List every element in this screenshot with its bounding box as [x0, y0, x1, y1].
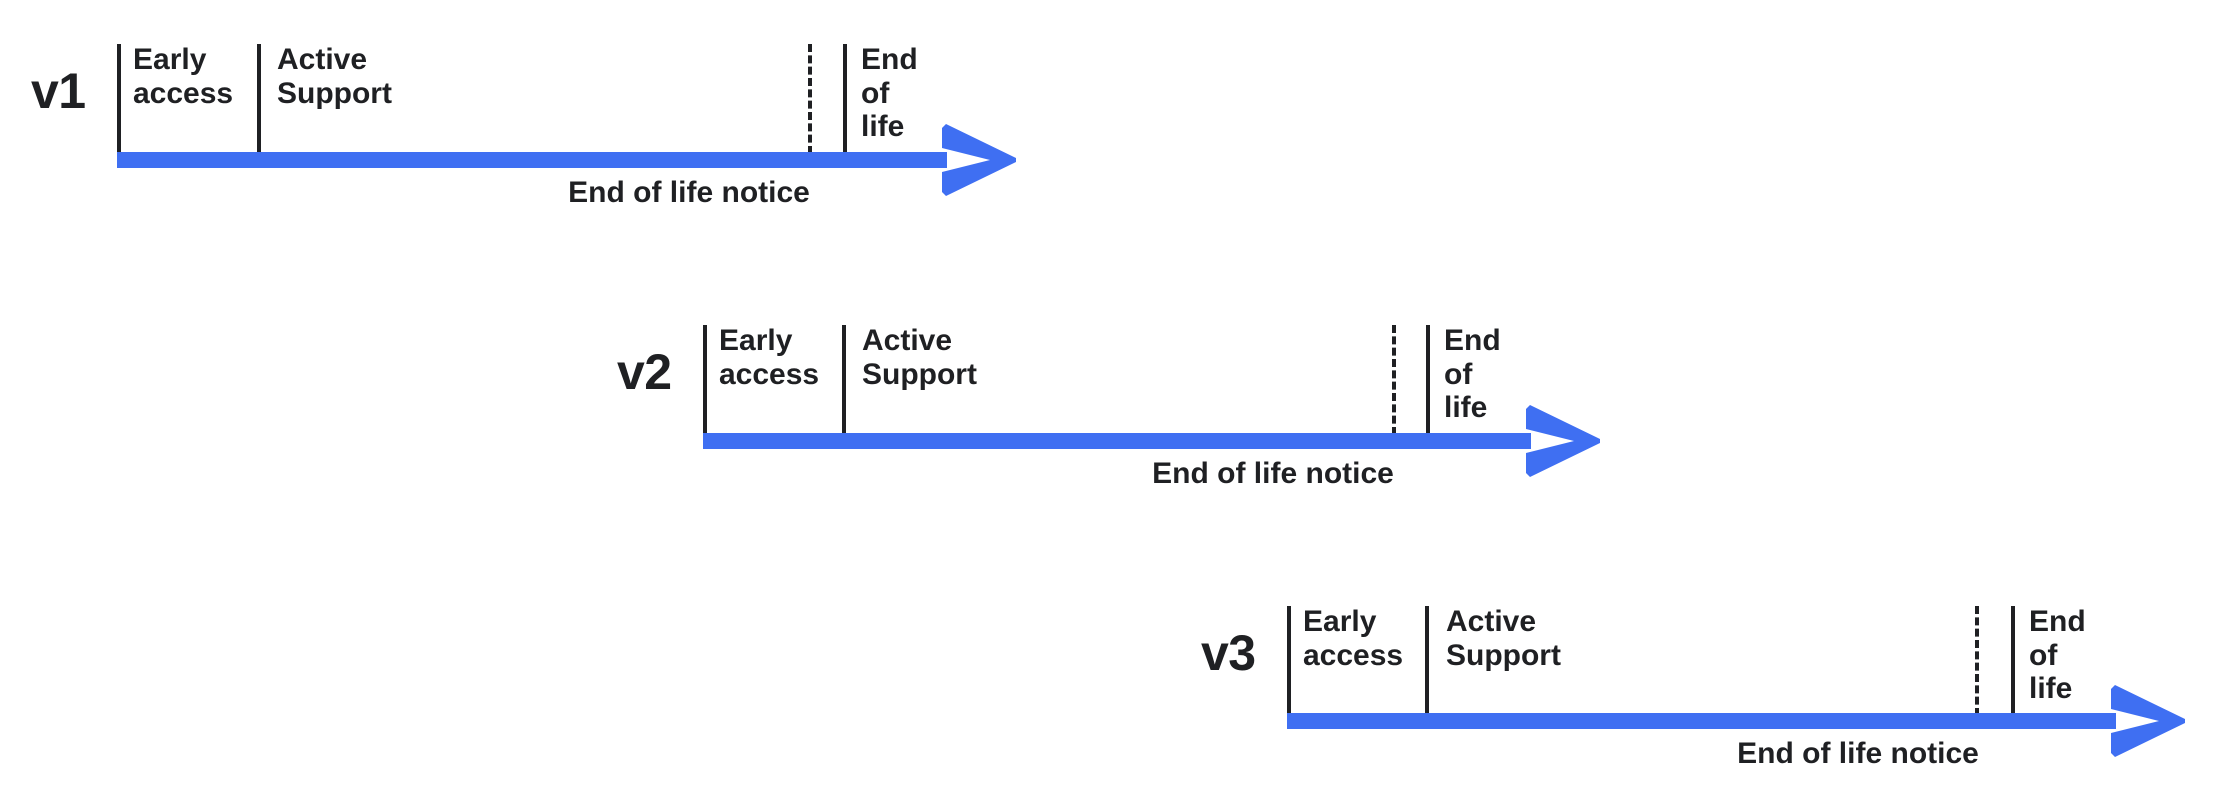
phase-label-end-of-life-v3: End of life	[2029, 605, 2086, 706]
notice-divider-v2	[1392, 325, 1396, 435]
timeline-shaft-v3	[1287, 713, 2116, 729]
timeline-shaft-v1	[117, 152, 947, 168]
phase-divider-active-support-v1	[257, 44, 261, 154]
phase-label-end-of-life-v2: End of life	[1444, 324, 1501, 425]
timeline-shaft-v2	[703, 433, 1531, 449]
phase-label-end-of-life-v1: End of life	[861, 43, 918, 144]
version-label-v3: v3	[1201, 625, 1256, 681]
notice-divider-v1	[808, 44, 812, 154]
phase-divider-start-v2	[703, 325, 707, 435]
notice-divider-v3	[1975, 606, 1979, 716]
phase-label-early-access-v2: Early access	[719, 324, 820, 391]
phase-divider-end-of-life-v3	[2011, 606, 2015, 716]
phase-divider-active-support-v2	[842, 325, 846, 435]
notice-caption-v2: End of life notice	[1152, 457, 1394, 490]
phase-divider-end-of-life-v2	[1426, 325, 1430, 435]
phase-divider-end-of-life-v1	[843, 44, 847, 154]
phase-label-active-support-v3: Active Support	[1446, 605, 1561, 672]
timeline-arrow-head-v3	[2111, 685, 2185, 757]
version-label-v1: v1	[31, 63, 86, 119]
timeline-arrow-head-v1	[942, 124, 1016, 196]
phase-divider-active-support-v3	[1425, 606, 1429, 716]
phase-divider-start-v3	[1287, 606, 1291, 716]
phase-label-early-access-v3: Early access	[1303, 605, 1404, 672]
phase-divider-start-v1	[117, 44, 121, 154]
phase-label-active-support-v2: Active Support	[862, 324, 977, 391]
version-label-v2: v2	[617, 344, 672, 400]
notice-caption-v1: End of life notice	[568, 176, 810, 209]
phase-label-early-access-v1: Early access	[133, 43, 234, 110]
phase-label-active-support-v1: Active Support	[277, 43, 392, 110]
notice-caption-v3: End of life notice	[1737, 737, 1979, 770]
timeline-arrow-head-v2	[1526, 405, 1600, 477]
